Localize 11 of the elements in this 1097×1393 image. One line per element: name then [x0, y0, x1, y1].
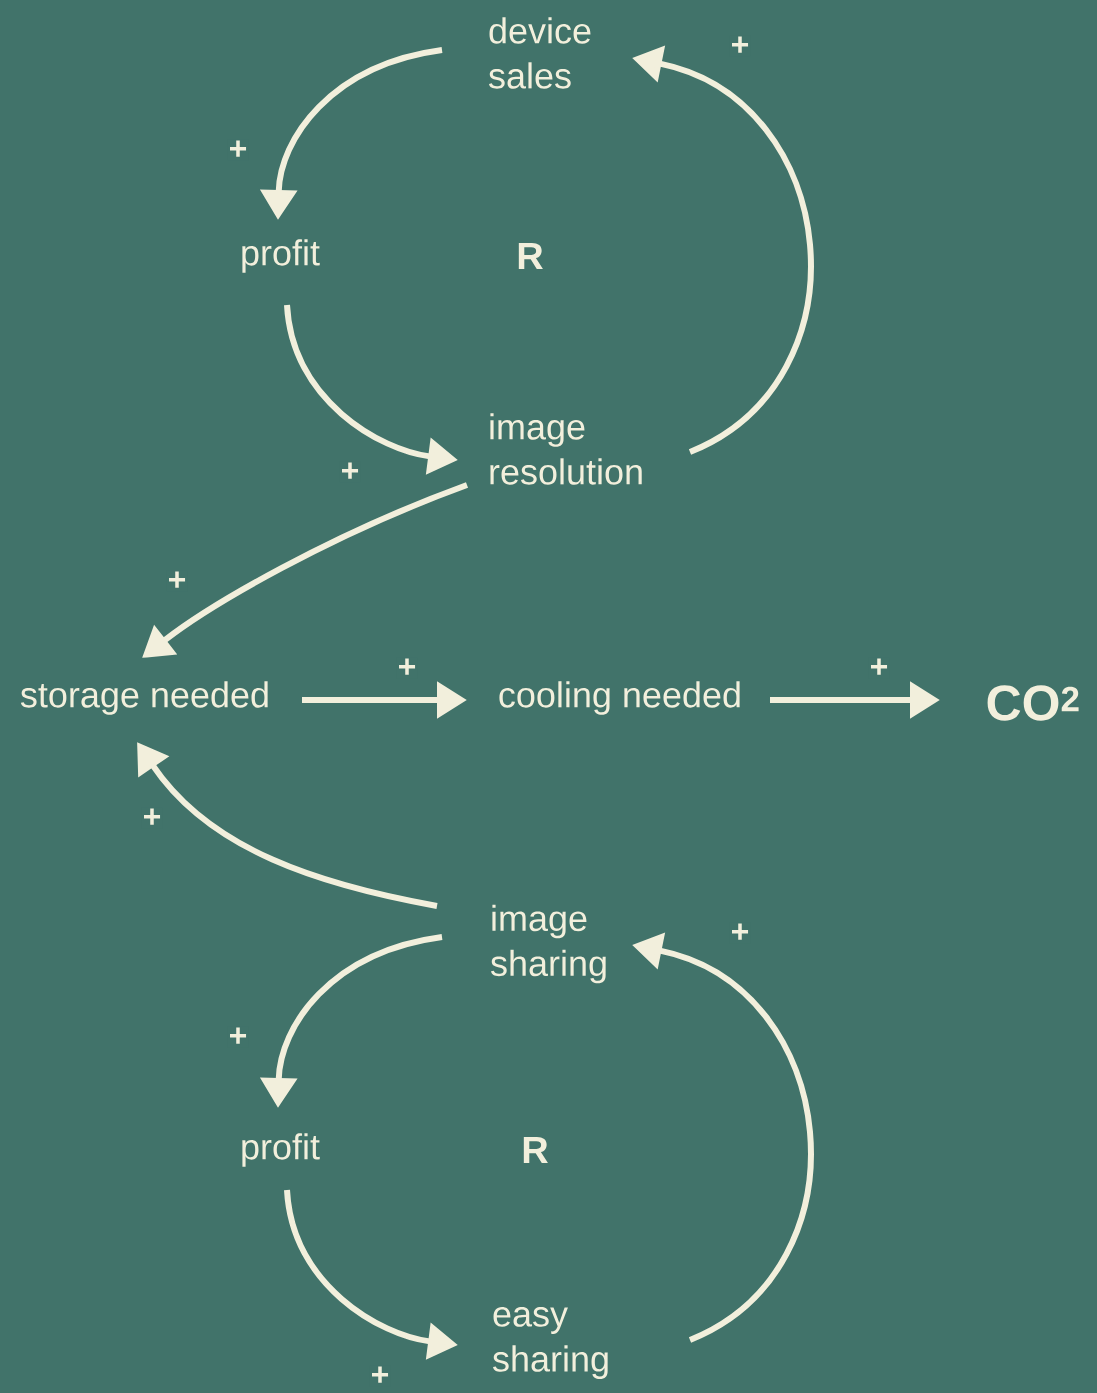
variable-label: image resolution	[490, 413, 642, 485]
variable-label: profit	[242, 239, 320, 273]
variable-label: profit	[242, 1133, 320, 1167]
variable-label: easy sharing	[493, 1307, 608, 1379]
loop-label: R	[518, 242, 543, 270]
variable-label: CO$^{2}$	[987, 685, 1079, 721]
variable-label: cooling needed	[499, 681, 740, 715]
variable-label: image sharing	[491, 904, 606, 984]
variable-label: device sales	[489, 17, 591, 89]
variable-label: storage needed	[20, 681, 268, 715]
loop-label: R	[523, 1136, 548, 1164]
